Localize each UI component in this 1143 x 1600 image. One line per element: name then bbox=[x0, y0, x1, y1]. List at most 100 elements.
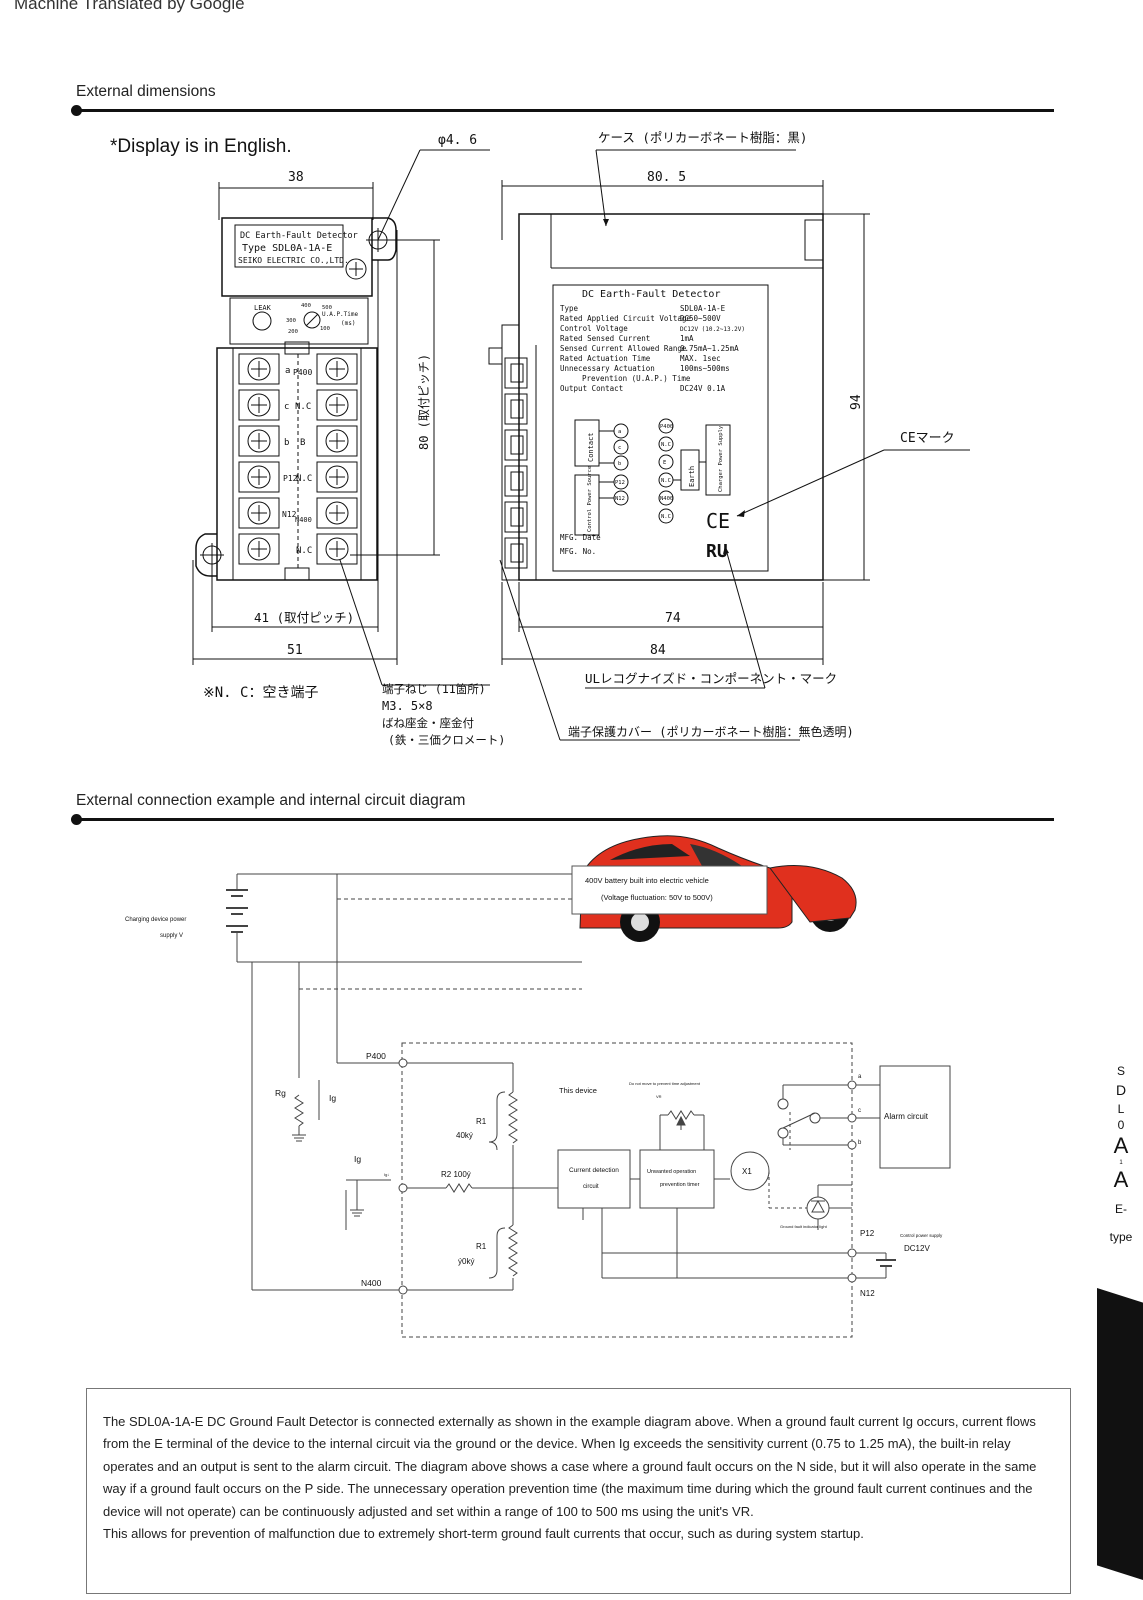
contact-b-label: b bbox=[858, 1140, 862, 1146]
charger-label: Charger Power Supply bbox=[718, 425, 724, 492]
r1-top-label: R1 bbox=[476, 1117, 487, 1126]
front-dim-bottom: 51 bbox=[287, 643, 303, 658]
label-row-3-val: 1mA bbox=[680, 334, 694, 343]
terminal-label-nc-2: N.C bbox=[296, 474, 312, 484]
vr-note: Do not move to prevent time adjustment bbox=[629, 1081, 701, 1086]
side-dim-inner: 74 bbox=[665, 611, 681, 626]
relay-label: X1 bbox=[742, 1167, 752, 1176]
side-dim-top: 80. 5 bbox=[647, 170, 686, 185]
side-tab-char-d: D bbox=[1115, 1082, 1127, 1098]
side-tab-char-l: L bbox=[1117, 1102, 1125, 1116]
terminal-label-n12: N12 bbox=[282, 510, 297, 519]
r1-bot-value: ý0ký bbox=[458, 1257, 474, 1266]
front-dim-pitch: 41 (取付ピッチ) bbox=[254, 610, 354, 625]
screw-note-1: 端子ねじ (11箇所) bbox=[382, 682, 486, 696]
n12-label: N12 bbox=[860, 1289, 875, 1298]
side-dim-height: 94 bbox=[849, 394, 864, 410]
rg-label: Rg bbox=[275, 1088, 286, 1098]
description-para-2: This allows for prevention of malfunctio… bbox=[103, 1526, 864, 1542]
front-dim-top: 38 bbox=[288, 170, 304, 185]
label-circle-nc-1: N.C bbox=[661, 442, 671, 448]
label-row-5-val: MAX. 1sec bbox=[680, 354, 721, 363]
dial-label-100: 100 bbox=[320, 326, 330, 332]
earth-label: Earth bbox=[688, 466, 696, 487]
dial-label-400: 400 bbox=[301, 303, 311, 309]
side-tab-type: type bbox=[1109, 1230, 1133, 1244]
mfg-no: MFG. No. bbox=[560, 547, 596, 556]
dial-label-200: 200 bbox=[288, 329, 298, 335]
label-circle-p400: P400 bbox=[660, 424, 673, 430]
car-icon bbox=[571, 835, 857, 942]
ul-note: ULレコグナイズド・コンポーネント・マーク bbox=[585, 671, 837, 686]
display-note: *Display is in English. bbox=[110, 136, 292, 157]
led-note: Ground fault indicator light bbox=[780, 1224, 828, 1229]
terminal-label-p400: P400 bbox=[293, 368, 312, 377]
p12-label: P12 bbox=[860, 1229, 875, 1238]
uap-label: U.A.P.Time bbox=[322, 311, 359, 318]
plate-line-3: SEIKO ELECTRIC CO.,LTD. bbox=[238, 256, 349, 265]
plate-line-1: DC Earth-Fault Detector bbox=[240, 231, 358, 241]
label-row-1-key: Rated Applied Circuit Voltage bbox=[560, 314, 691, 323]
side-tab-char-s: S bbox=[1116, 1064, 1125, 1078]
side-tab-char-a1: A bbox=[1113, 1133, 1129, 1158]
label-circle-c: c bbox=[618, 445, 621, 451]
section-rule-1 bbox=[76, 109, 1054, 112]
label-circle-a: a bbox=[618, 429, 621, 435]
machine-translated-note: Machine Translated by Google bbox=[14, 0, 245, 13]
label-row-5-key: Rated Actuation Time bbox=[560, 354, 651, 363]
side-tab-char-e: E- bbox=[1115, 1202, 1127, 1216]
r2-label: R2 100ý bbox=[441, 1170, 471, 1179]
label-title: DC Earth-Fault Detector bbox=[582, 289, 720, 300]
ul-mark-icon: RU bbox=[706, 541, 728, 562]
label-row-6-key: Unnecessary Actuation bbox=[560, 364, 655, 373]
terminal-label-p12: P12 bbox=[283, 474, 298, 483]
detection-label-2: circuit bbox=[583, 1184, 599, 1190]
side-tab: S D L 0 A 1 A E- type bbox=[1099, 1063, 1143, 1245]
leak-label: LEAK bbox=[254, 304, 272, 312]
detection-label-1: Current detection bbox=[569, 1167, 619, 1174]
n400-label: N400 bbox=[361, 1278, 382, 1288]
label-circle-p12: P12 bbox=[615, 480, 625, 486]
section-rule-2 bbox=[76, 818, 1054, 821]
timer-label-2: prevention timer bbox=[660, 1182, 700, 1188]
vehicle-label-2: (Voltage fluctuation: 50V to 500V) bbox=[601, 893, 713, 902]
ig-small-label: Ig↓ bbox=[384, 1172, 389, 1177]
r1-top-value: 40ký bbox=[456, 1131, 473, 1140]
plate-line-2: Type SDL0A-1A-E bbox=[242, 243, 332, 254]
label-circle-nc-2: N.C bbox=[661, 478, 671, 484]
contact-c-label: c bbox=[858, 1108, 861, 1114]
label-row-1-val: DC50~500V bbox=[680, 314, 721, 323]
label-row-6-val: 100ms~500ms bbox=[680, 364, 730, 373]
label-row-3-key: Rated Sensed Current bbox=[560, 334, 650, 343]
terminal-label-a: a bbox=[285, 366, 290, 376]
r1-bot-label: R1 bbox=[476, 1242, 487, 1251]
label-row-2-val: DC12V (10.2~13.2V) bbox=[680, 326, 745, 333]
section-rule-2-dot bbox=[71, 814, 82, 825]
timer-label-1: Unwanted operation bbox=[647, 1169, 696, 1175]
side-tab-char-a2: A bbox=[1113, 1167, 1129, 1192]
ig-label-2: Ig bbox=[354, 1154, 361, 1164]
dimension-drawing: 38 DC Earth-Fault Detector Type SDL0A-1A… bbox=[192, 130, 970, 747]
label-row-4-key: Sensed Current Allowed Range bbox=[560, 344, 687, 353]
case-note: ケース (ポリカーボネート樹脂：黒) bbox=[598, 130, 807, 145]
vehicle-label: 400V battery built into electric vehicle bbox=[585, 876, 709, 885]
terminal-label-b: b bbox=[284, 438, 289, 448]
label-row-0-key: Type bbox=[560, 304, 579, 313]
ce-mark-icon: CE bbox=[706, 509, 730, 533]
terminal-label-nc-3: N.C bbox=[296, 546, 312, 556]
this-device-label: This device bbox=[559, 1086, 597, 1095]
section-title-connection: External connection example and internal… bbox=[76, 792, 466, 809]
vr-label: VR bbox=[656, 1094, 662, 1099]
dial-label-300: 300 bbox=[286, 318, 296, 324]
contact-a-label: a bbox=[858, 1074, 862, 1080]
section-rule-1-dot bbox=[71, 105, 82, 116]
label-row-7-key: Prevention (U.A.P.) Time bbox=[582, 374, 691, 383]
p400-label: P400 bbox=[366, 1051, 386, 1061]
label-circle-n12: N12 bbox=[615, 496, 625, 502]
alarm-label: Alarm circuit bbox=[884, 1112, 929, 1121]
label-row-2-key: Control Voltage bbox=[560, 324, 628, 333]
section-title-dimensions: External dimensions bbox=[76, 83, 216, 100]
ctrl-power-label-2: DC12V bbox=[904, 1244, 930, 1253]
hole-dim: φ4. 6 bbox=[438, 133, 477, 148]
label-row-0-val: SDL0A-1A-E bbox=[680, 304, 726, 313]
